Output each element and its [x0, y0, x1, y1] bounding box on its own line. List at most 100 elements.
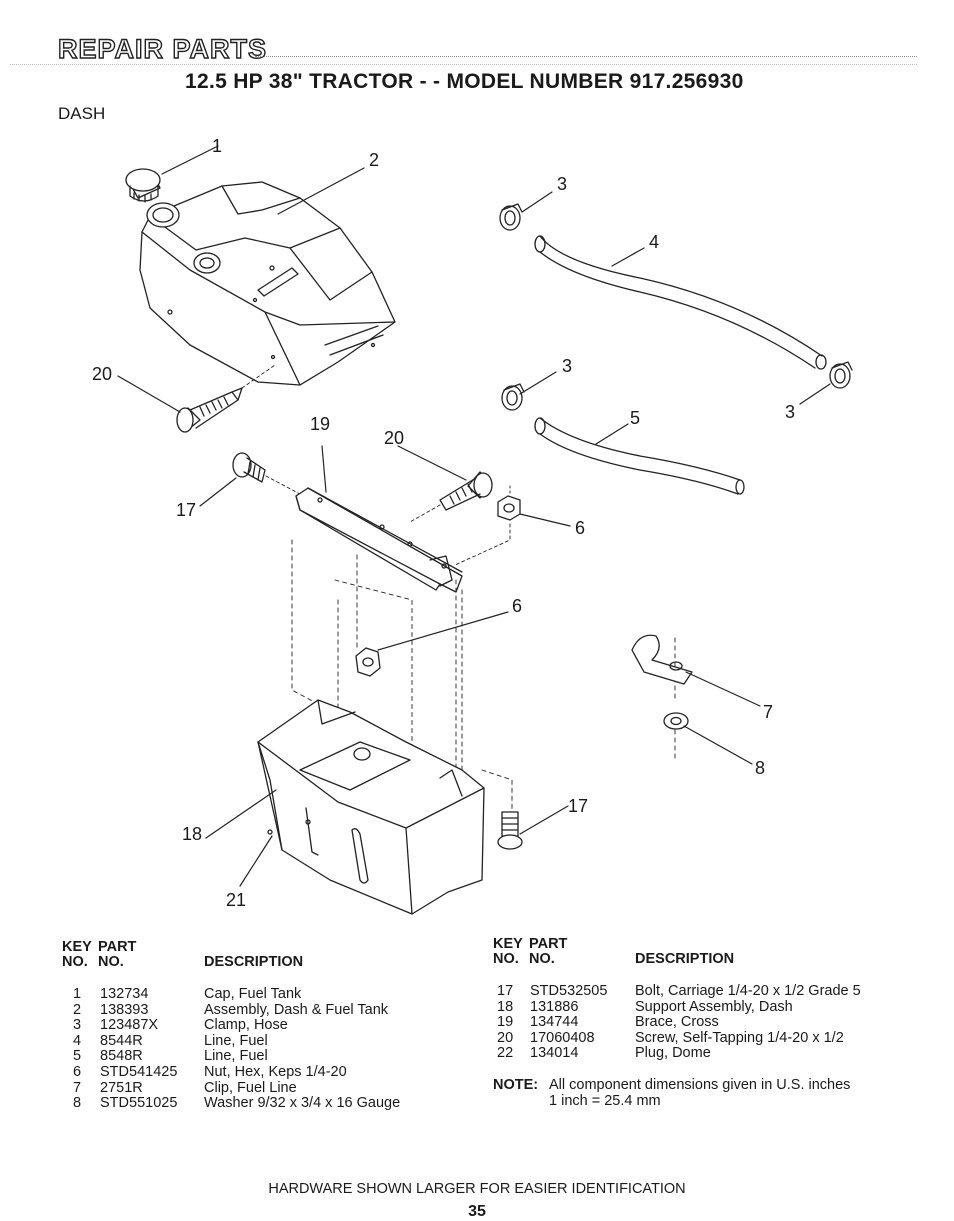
header-no-part: NO.: [529, 951, 555, 967]
key-no: 6: [73, 1064, 82, 1080]
table-row: 22 134014 Plug, Dome: [493, 1046, 913, 1062]
key-no: 17: [497, 983, 514, 999]
callout-17a: 17: [176, 500, 196, 520]
left-table-header: KEY PART NO. NO. DESCRIPTION: [62, 940, 362, 972]
header-no-key: NO.: [62, 954, 88, 970]
hose-clamp-2: [501, 383, 525, 411]
part-no: 17060408: [530, 1029, 595, 1046]
description: Plug, Dome: [635, 1045, 711, 1062]
header-rule: [255, 56, 917, 57]
key-no: 4: [73, 1032, 82, 1049]
header-key: KEY: [62, 939, 92, 955]
description: Washer 9/32 x 3/4 x 16 Gauge: [204, 1095, 401, 1112]
callout-4: 4: [649, 232, 659, 252]
hex-nut-upper: [454, 485, 521, 566]
self-tapping-screw-middle: [409, 471, 493, 523]
page-number: 35: [468, 1203, 486, 1220]
description: Line, Fuel: [204, 1048, 268, 1065]
page-header-title: REPAIR PARTS: [57, 33, 268, 64]
hex-nut-lower: [355, 647, 381, 677]
key-no: 3: [73, 1017, 82, 1034]
table-row: 3 123487X Clamp, Hose: [62, 1018, 442, 1034]
right-table-header: KEY PART NO. NO. DESCRIPTION: [493, 937, 793, 969]
note-line-1: All component dimensions given in U.S. i…: [549, 1077, 851, 1093]
header-description: DESCRIPTION: [204, 954, 304, 970]
header-no-key: NO.: [493, 951, 519, 967]
part-no: STD532505: [530, 983, 608, 999]
model-title: 12.5 HP 38" TRACTOR - - MODEL NUMBER 917…: [185, 70, 744, 93]
footer-text: HARDWARE SHOWN LARGER FOR EASIER IDENTIF…: [268, 1181, 686, 1197]
key-no: 2: [73, 1001, 82, 1018]
dimension-note: NOTE: All component dimensions given in …: [493, 1077, 913, 1112]
self-tapping-screw-left: [176, 364, 276, 433]
fuel-line-upper: [534, 235, 827, 370]
table-row: 20 17060408 Screw, Self-Tapping 1/4-20 x…: [493, 1029, 913, 1047]
callout-6a: 6: [575, 518, 585, 538]
callout-labels: 1 2 3 4 3 5 3 20 19 20 17 6 6 7 8 17 18 …: [92, 136, 795, 910]
table-row: 19 134744 Brace, Cross: [493, 1015, 913, 1031]
left-parts-table: 1 132734 Cap, Fuel Tank 2 138393 Assembl…: [62, 986, 442, 1117]
part-no: 8548R: [100, 1048, 143, 1065]
part-no: 123487X: [100, 1017, 159, 1034]
callout-19: 19: [310, 414, 330, 434]
header-rule-secondary: [10, 64, 917, 65]
leader-lines: [117, 145, 831, 887]
callout-3a: 3: [557, 174, 567, 194]
part-no: STD551025: [100, 1095, 178, 1112]
key-no: 7: [73, 1079, 82, 1096]
header-part: PART: [98, 939, 137, 955]
table-row: 18 131886 Support Assembly, Dash: [493, 998, 913, 1016]
part-no: 138393: [100, 1001, 149, 1018]
hose-clamp-1: [499, 203, 523, 231]
key-no: 18: [497, 998, 514, 1015]
washer: [663, 712, 689, 730]
section-title: DASH: [58, 104, 106, 123]
part-no: 8544R: [100, 1032, 143, 1049]
callout-20a: 20: [92, 364, 112, 384]
hose-clamp-3: [829, 361, 853, 389]
part-no: STD541425: [100, 1064, 178, 1080]
dash-fuel-tank-assembly: [139, 181, 396, 386]
part-no: 134014: [530, 1045, 579, 1062]
callout-21: 21: [226, 890, 246, 910]
key-no: 1: [73, 986, 82, 1002]
key-no: 5: [73, 1048, 82, 1065]
description: Support Assembly, Dash: [635, 998, 793, 1015]
fuel-line-lower: [534, 417, 745, 495]
description: Screw, Self-Tapping 1/4-20 x 1/2: [635, 1029, 844, 1046]
carriage-bolt-lower: [497, 811, 523, 850]
table-row: 17 STD532505 Bolt, Carriage 1/4-20 x 1/2…: [493, 983, 913, 1000]
key-no: 22: [497, 1045, 514, 1062]
callout-2: 2: [369, 150, 379, 170]
key-no: 19: [497, 1014, 514, 1031]
callout-18: 18: [182, 824, 202, 844]
cross-brace: [295, 487, 463, 593]
table-row: 5 8548R Line, Fuel: [62, 1049, 442, 1065]
part-no: 132734: [100, 986, 149, 1002]
description: Nut, Hex, Keps 1/4-20: [204, 1064, 347, 1080]
callout-7: 7: [763, 702, 773, 722]
callout-17b: 17: [568, 796, 588, 816]
exploded-parts-diagram: 1 2 3 4 3 5 3 20 19 20 17 6 6 7 8 17 18 …: [92, 136, 853, 915]
header-description: DESCRIPTION: [635, 951, 735, 967]
right-parts-table: 17 STD532505 Bolt, Carriage 1/4-20 x 1/2…: [493, 983, 913, 1064]
table-row: 4 8544R Line, Fuel: [62, 1032, 442, 1050]
key-no: 8: [73, 1095, 82, 1112]
dash-support-assembly: [257, 699, 485, 915]
description: Clip, Fuel Line: [204, 1079, 297, 1096]
callout-3c: 3: [785, 402, 795, 422]
assembly-guide-lines: [291, 539, 676, 813]
description: Clamp, Hose: [204, 1017, 288, 1034]
part-no: 134744: [530, 1014, 579, 1031]
key-no: 20: [497, 1029, 514, 1046]
table-row: 8 STD551025 Washer 9/32 x 3/4 x 16 Gauge: [62, 1096, 442, 1112]
description: Line, Fuel: [204, 1032, 268, 1049]
description: Bolt, Carriage 1/4-20 x 1/2 Grade 5: [635, 983, 861, 999]
header-key: KEY: [493, 936, 523, 952]
header-part: PART: [529, 936, 568, 952]
note-line-2: 1 inch = 25.4 mm: [549, 1092, 661, 1109]
table-row: 6 STD541425 Nut, Hex, Keps 1/4-20: [62, 1064, 442, 1081]
callout-3b: 3: [562, 356, 572, 376]
carriage-bolt-upper: [232, 452, 301, 495]
callout-8: 8: [755, 758, 765, 778]
